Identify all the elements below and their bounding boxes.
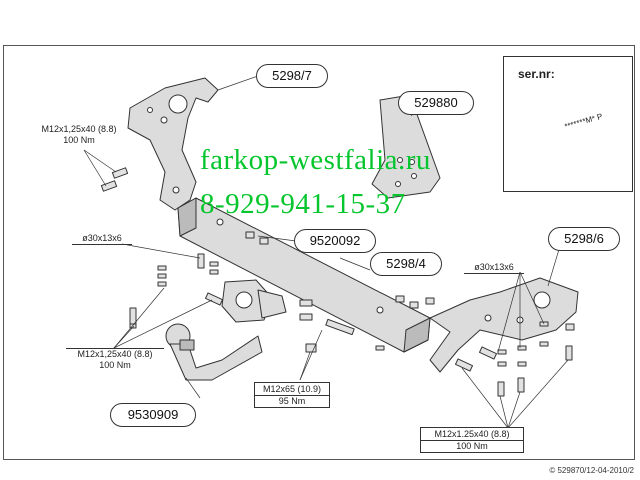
- left-bracket-part: [127, 77, 219, 211]
- watermark-phone: 8-929-941-15-37: [200, 188, 406, 220]
- spec-right-size: M12x1.25x40 (8.8): [434, 429, 510, 439]
- spec-top-left-size: M12x1,25x40 (8.8): [41, 124, 117, 134]
- towball-part: [165, 323, 263, 381]
- serial-label: ser.nr:: [518, 67, 555, 81]
- part-label-socket-plate: 9520092: [294, 229, 376, 253]
- spec-top-left-torque: 100 Nm: [63, 135, 95, 145]
- part-label-spacer-plate: 529880: [398, 91, 474, 115]
- washer-right-label: ø30x13x6: [464, 262, 524, 274]
- serial-plate-text: *******M* P: [563, 111, 604, 132]
- spec-right-torque: 100 Nm: [421, 440, 523, 452]
- spec-center-box: M12x65 (10.9) 95 Nm: [254, 382, 330, 408]
- part-label-towball: 9530909: [110, 403, 196, 427]
- spec-center-size: M12x65 (10.9): [262, 384, 322, 394]
- watermark-site: farkop-westfalia.ru: [200, 144, 431, 176]
- part-label-right-bracket: 5298/6: [548, 227, 620, 251]
- spec-mid-left-torque: 100 Nm: [99, 360, 131, 370]
- spec-mid-left: M12x1,25x40 (8.8) 100 Nm: [66, 348, 164, 371]
- fastener-group-right: [454, 321, 575, 397]
- drawing-frame: [3, 45, 635, 460]
- spec-mid-left-size: M12x1,25x40 (8.8): [77, 349, 153, 359]
- spec-right-box: M12x1.25x40 (8.8) 100 Nm: [420, 427, 524, 453]
- serial-number-box: ser.nr: *******M* P: [503, 56, 633, 192]
- leader-lines: [83, 75, 569, 429]
- spec-top-left: M12x1,25x40 (8.8) 100 Nm: [30, 124, 128, 146]
- drawing-footer: © 529870/12-04-2010/2: [549, 466, 634, 475]
- crossbar-part: [177, 197, 431, 353]
- spec-center-torque: 95 Nm: [255, 395, 329, 407]
- socket-plate-part: [221, 279, 287, 323]
- part-label-crossbar: 5298/4: [370, 252, 442, 276]
- fastener-group: [100, 167, 435, 353]
- washer-left-label: ø30x13x6: [72, 233, 132, 245]
- right-bracket-part: [429, 277, 579, 373]
- part-label-left-bracket: 5298/7: [256, 64, 328, 88]
